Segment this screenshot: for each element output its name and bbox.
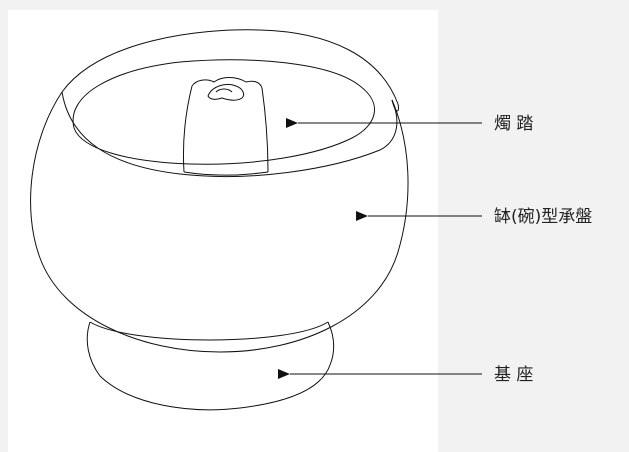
- base-pedestal: [86, 321, 335, 411]
- bowl-label: 缽(碗)型承盤: [494, 206, 592, 227]
- base-label: 基 座: [494, 365, 533, 385]
- bowl-body: [30, 29, 409, 353]
- wick-label: 燭 踏: [494, 114, 533, 134]
- candle-spike: [182, 77, 269, 176]
- illustration-panel: [8, 10, 438, 452]
